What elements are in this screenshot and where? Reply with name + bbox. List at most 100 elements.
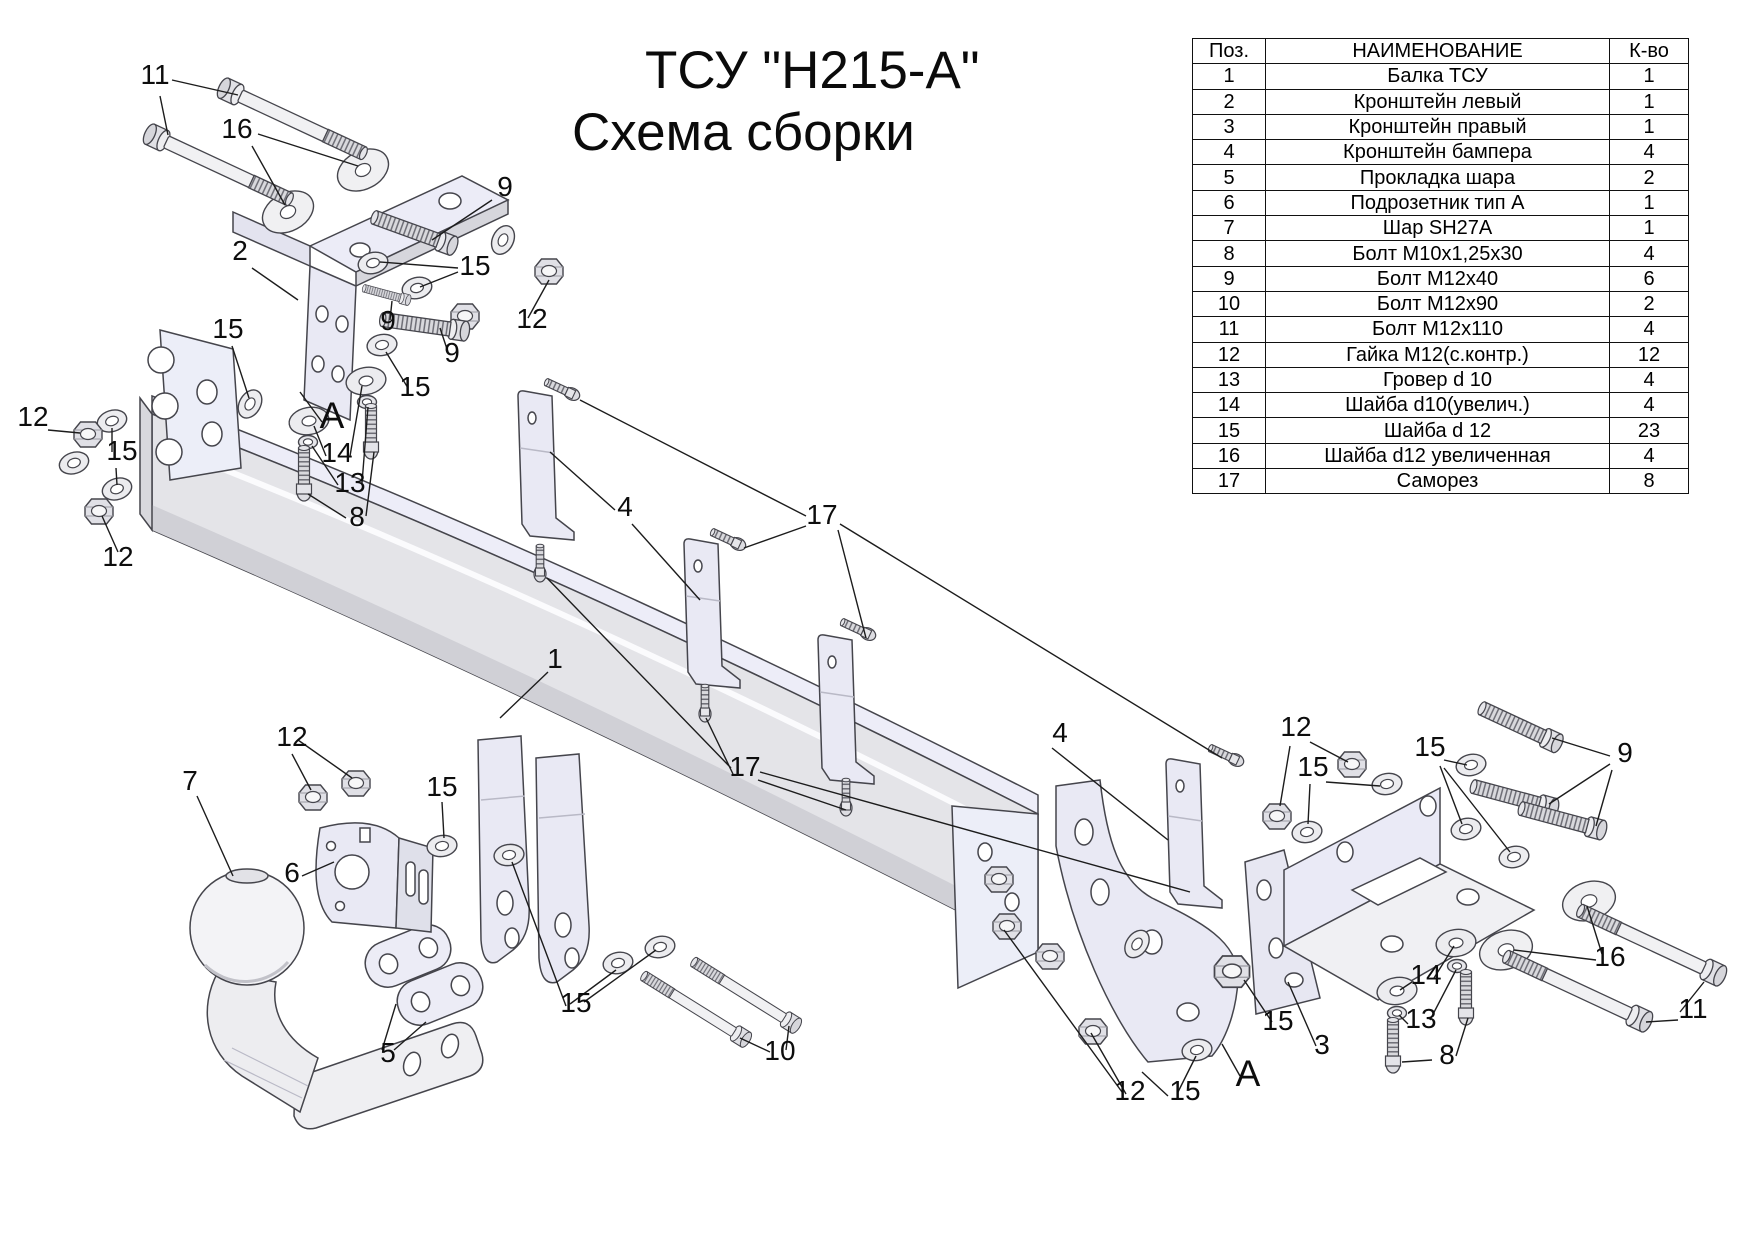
cell-qty: 4 [1609,240,1689,267]
callout-label: 12 [102,541,133,572]
callout-label: 15 [212,313,243,344]
callout-label: 7 [182,765,198,796]
callout-label: 15 [560,987,591,1018]
section-mark-label: A [1236,1053,1261,1094]
cell-pos: 5 [1192,164,1266,191]
cell-qty: 4 [1609,442,1689,470]
callout-label: 17 [806,499,837,530]
cell-pos: 4 [1192,139,1266,166]
cell-qty: 23 [1609,417,1689,444]
callout-label: 4 [617,491,633,522]
cell-pos: 9 [1192,265,1266,292]
cell-qty: 1 [1609,189,1689,217]
callout-label: 15 [1297,751,1328,782]
callout-label: 15 [399,371,430,402]
cell-pos: 11 [1192,316,1266,343]
callout-label: 16 [221,113,252,144]
parts-table-header: Поз. НАИМЕНОВАНИЕ К-во [1192,37,1689,65]
cell-name: Гровер d 10 [1265,366,1610,394]
callout-label: 14 [1410,959,1441,990]
callout-label: 16 [1594,941,1625,972]
callout-label: 1 [547,643,563,674]
cell-pos: 17 [1192,468,1266,495]
socket-bracket [315,822,434,933]
leader-lines [47,79,1705,1097]
cell-name: Шайба d10(увелич.) [1265,392,1610,419]
cell-qty: 1 [1609,215,1689,242]
cell-qty: 4 [1609,366,1689,394]
cell-name: Болт М10х1,25х30 [1265,240,1610,267]
drawing-title: ТСУ "Н215-А" [645,41,980,100]
cell-pos: 15 [1192,417,1266,444]
cell-qty: 2 [1609,290,1689,318]
callout-label: 12 [1114,1075,1145,1106]
drawing-subtitle: Схема сборки [572,103,915,162]
ball-pads [364,924,484,1026]
beam-right-end-cap [951,805,1039,990]
cell-qty: 4 [1609,139,1689,166]
cell-pos: 16 [1192,442,1266,470]
callout-label: 15 [1169,1075,1200,1106]
callout-label: 8 [1439,1039,1455,1070]
cell-name: Подрозетник тип А [1265,189,1610,217]
callout-label: 15 [106,435,137,466]
callout-label: 8 [349,501,365,532]
callout-label: 5 [380,1037,396,1068]
callout-label: 12 [516,303,547,334]
cell-pos: 1 [1192,63,1266,90]
cell-pos: 3 [1192,113,1266,141]
callout-label: 12 [276,721,307,752]
cell-qty: 4 [1609,316,1689,343]
cell-pos: 7 [1192,215,1266,242]
bumper-brackets [517,390,1223,909]
callout-label: 9 [380,305,396,336]
cell-name: Кронштейн правый [1265,113,1610,141]
callout-label: 15 [426,771,457,802]
beam-left-end-plate [147,329,242,481]
cell-name: Шайба d12 увеличенная [1265,442,1610,470]
section-mark-label: A [320,395,345,436]
cell-qty: 1 [1609,113,1689,141]
callout-label: 6 [284,857,300,888]
cell-pos: 13 [1192,366,1266,394]
cell-name: Шар SH27A [1265,215,1610,242]
cell-name: Болт М12х40 [1265,265,1610,292]
callout-label: 15 [1414,731,1445,762]
cell-qty: 6 [1609,265,1689,292]
cell-name: Болт М12х90 [1265,290,1610,318]
callout-label: 15 [459,250,490,281]
callout-label: 15 [1262,1005,1293,1036]
cell-qty: 2 [1609,164,1689,191]
callout-label: 13 [1405,1003,1436,1034]
callout-label: 3 [1314,1029,1330,1060]
callout-label: 9 [497,171,513,202]
callout-label: 17 [729,751,760,782]
callout-label: 14 [321,437,352,468]
cell-name: Прокладка шара [1265,164,1610,191]
callout-label: 12 [1280,711,1311,742]
callout-label: 9 [1617,737,1633,768]
col-header-name: НАИМЕНОВАНИЕ [1265,37,1610,65]
callout-label: 13 [334,467,365,498]
cell-qty: 1 [1609,63,1689,90]
cell-qty: 4 [1609,392,1689,419]
callout-label: 4 [1052,717,1068,748]
callout-label: 11 [140,59,169,90]
cell-qty: 1 [1609,88,1689,115]
tow-ball [189,868,484,1130]
beam-tcy [139,394,1039,954]
cell-name: Гайка М12(с.контр.) [1265,341,1610,368]
callout-label: 9 [444,337,460,368]
